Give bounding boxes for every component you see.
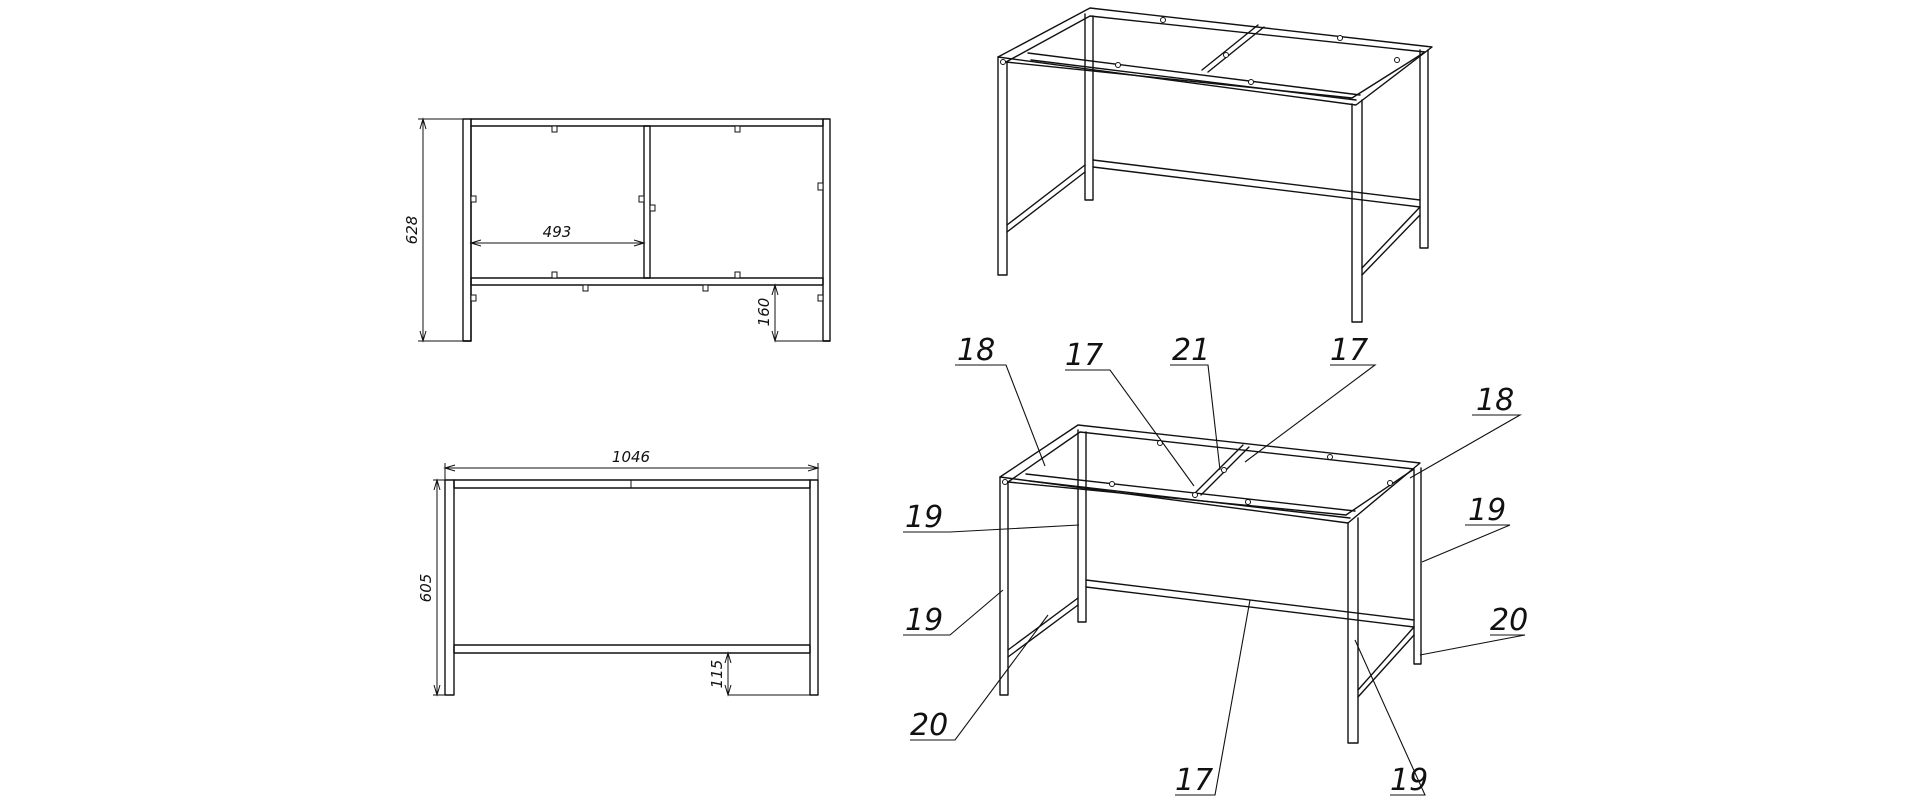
top-view-center-divider [643,125,651,279]
callout-20-left: 20 [910,708,948,743]
callout-19-upper-left: 19 [905,500,943,535]
front-view-top-rail [453,479,811,489]
dimension-1046: 1046 [612,448,650,466]
top-view: 628 493 160 [403,117,831,343]
callout-19-lower-left: 19 [905,603,943,638]
isometric-labeled: 18 17 21 17 18 19 19 19 20 20 17 19 [903,333,1528,798]
front-view: 1046 605 115 [417,448,820,697]
callout-21: 21 [1172,333,1210,368]
dimension-628: 628 [403,216,421,245]
top-view-middle-rail [470,277,824,286]
callout-20-right: 20 [1490,603,1528,638]
front-view-right-leg [809,479,819,696]
top-view-left-post [462,118,472,342]
callout-19-front-right: 19 [1390,763,1428,798]
callout-19-right: 19 [1468,493,1506,528]
top-view-back-rail [470,118,824,127]
top-view-right-post [822,118,831,342]
dimension-493: 493 [543,223,572,241]
callout-18-right: 18 [1476,383,1514,418]
callout-17-bottom: 17 [1175,763,1213,798]
front-view-left-leg [444,479,455,696]
dimension-605: 605 [417,574,435,603]
front-view-bottom-rail [453,644,811,654]
callout-17-back: 17 [1065,338,1103,373]
callout-17-front: 17 [1330,333,1368,368]
callout-18-left: 18 [957,333,995,368]
isometric-assembled [997,7,1433,323]
dimension-115: 115 [708,660,726,689]
dimension-160: 160 [755,298,773,327]
